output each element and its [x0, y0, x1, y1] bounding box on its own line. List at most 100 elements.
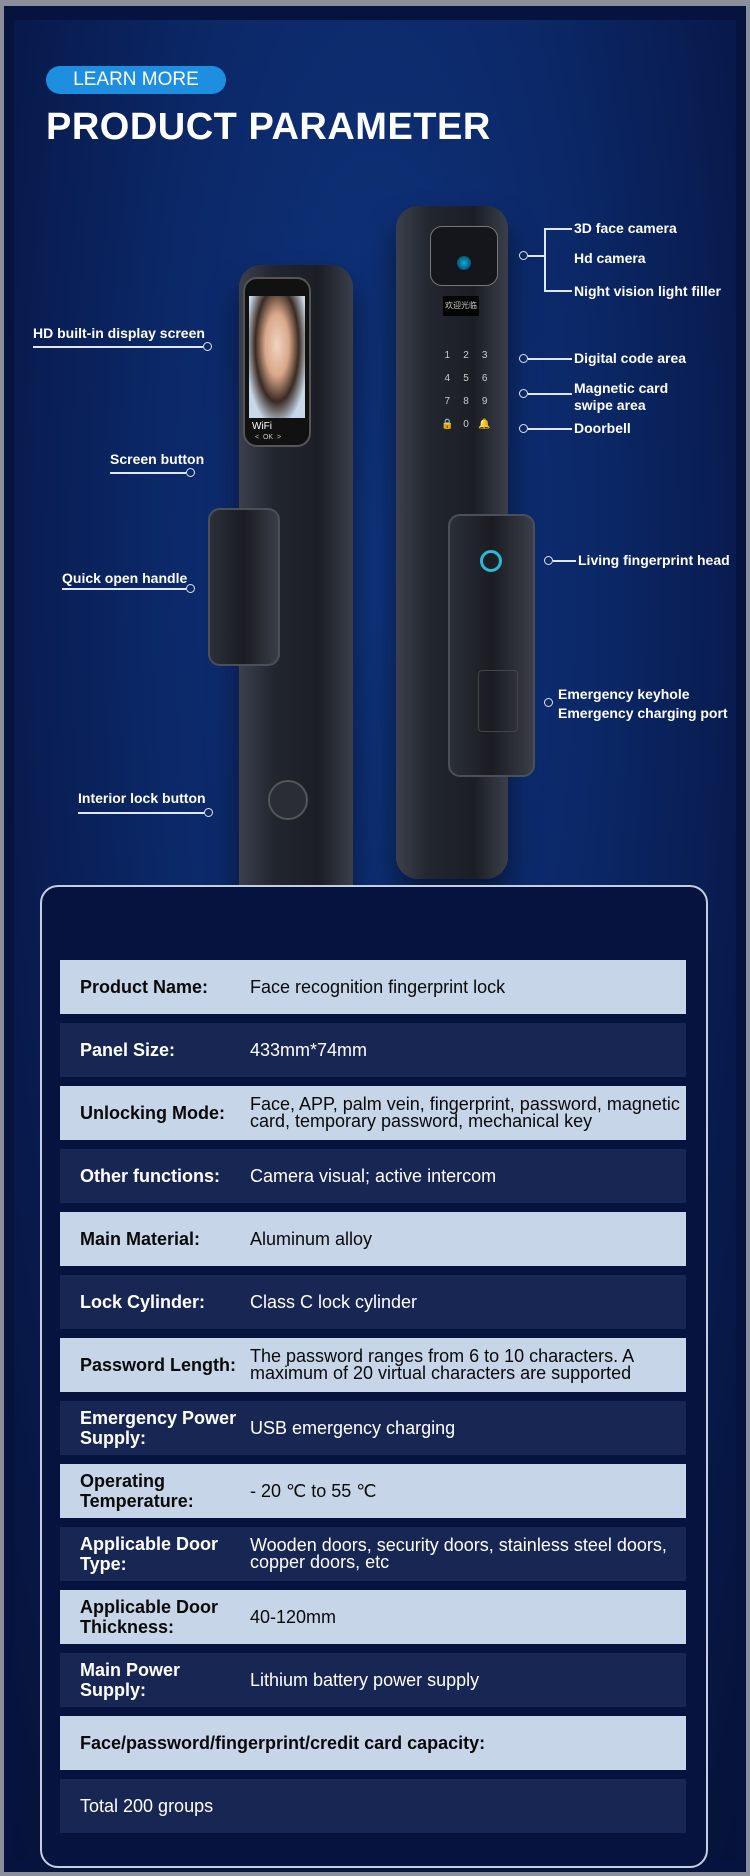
keypad-key: 3	[481, 350, 488, 361]
face-image	[249, 296, 305, 418]
spec-value: The password ranges from 6 to 10 charact…	[250, 1346, 634, 1383]
spec-row: Main Power Supply: Lithium battery power …	[60, 1653, 686, 1707]
spec-row: Unlocking Mode: Face, APP, palm vein, fin…	[60, 1086, 686, 1140]
keypad-key: 🔒	[441, 419, 454, 430]
spec-value: USB emergency charging	[250, 1417, 456, 1438]
keypad-key: 2	[463, 350, 469, 361]
learn-more-button[interactable]: LEARN MORE	[46, 66, 226, 94]
hd-camera-lens	[457, 256, 471, 270]
callout-interior-lock-button: Interior lock button	[78, 790, 206, 806]
callout-doorbell: Doorbell	[574, 420, 631, 436]
spec-value: Class C lock cylinder	[250, 1291, 418, 1312]
callout-display-screen: HD built-in display screen	[33, 325, 205, 341]
callout-dot	[186, 468, 195, 477]
callout-magnetic-card-2: swipe area	[574, 397, 646, 413]
keypad-key: 9	[481, 396, 488, 407]
callout-dot	[519, 354, 528, 363]
callout-fingerprint-head: Living fingerprint head	[578, 552, 730, 568]
callout-screen-button: Screen button	[110, 451, 205, 467]
keypad-key: 1	[444, 350, 451, 361]
callout-magnetic-card-1: Magnetic card	[574, 380, 669, 396]
spec-label: Applicable Door Thickness:	[80, 1597, 219, 1637]
quick-open-handle	[208, 508, 280, 666]
spec-value: Face, APP, palm vein, fingerprint, passw…	[250, 1094, 680, 1131]
keypad-key: 6	[481, 373, 488, 384]
spec-row: Lock Cylinder: Class C lock cylinder	[60, 1275, 686, 1329]
spec-value: 433mm*74mm	[250, 1039, 368, 1060]
wifi-label: WiFi	[252, 421, 272, 432]
interior-lock-knob	[268, 780, 308, 820]
spec-row: Total 200 groups	[60, 1779, 686, 1833]
screen-nav-buttons: < OK >	[255, 434, 282, 441]
spec-value: Lithium battery power supply	[250, 1669, 480, 1690]
callout-emergency-keyhole: Emergency keyhole	[558, 686, 690, 702]
spec-value: Wooden doors, security doors, stainless …	[250, 1535, 667, 1572]
spec-label: Applicable Door Type:	[80, 1534, 219, 1574]
spec-label: Lock Cylinder:	[80, 1292, 206, 1312]
callout-dot	[519, 424, 528, 433]
callout-line	[528, 255, 544, 257]
callout-line	[528, 428, 572, 430]
spec-row: Applicable Door Type: Wooden doors, secur…	[60, 1527, 686, 1581]
spec-label: Main Material:	[80, 1229, 201, 1249]
spec-label: Face/password/fingerprint/credit card ca…	[80, 1733, 486, 1753]
callout-dot	[544, 698, 553, 707]
fingerprint-sensor	[480, 550, 502, 572]
lock-display: 欢迎光临	[443, 296, 479, 316]
callout-quick-open-handle: Quick open handle	[62, 570, 188, 586]
callout-line	[62, 588, 186, 590]
spec-value: Aluminum alloy	[250, 1228, 373, 1249]
keypad-key: 5	[463, 373, 469, 384]
spec-row: Product Name: Face recognition fingerprin…	[60, 960, 686, 1014]
spec-label: Other functions:	[80, 1166, 220, 1186]
emergency-cover	[478, 670, 518, 732]
callout-dot	[544, 556, 553, 565]
spec-row: Main Material: Aluminum alloy	[60, 1212, 686, 1266]
spec-row: Emergency Power Supply: USB emergency cha…	[60, 1401, 686, 1455]
callout-digital-code-area: Digital code area	[574, 350, 687, 366]
spec-value: - 20 ℃ to 55 ℃	[250, 1480, 377, 1501]
callout-line	[33, 346, 203, 348]
callout-line	[528, 393, 572, 395]
callout-line	[544, 228, 572, 230]
callout-dot	[203, 342, 212, 351]
spec-row: Panel Size: 433mm*74mm	[60, 1023, 686, 1077]
spec-label: Main Power Supply:	[80, 1660, 181, 1700]
keypad-key: 7	[444, 396, 451, 407]
callout-dot	[186, 584, 195, 593]
keypad-key: 4	[444, 373, 451, 384]
spec-label: Emergency Power Supply:	[80, 1408, 237, 1448]
callout-line	[528, 358, 572, 360]
spec-row: Operating Temperature: - 20 ℃ to 55 ℃	[60, 1464, 686, 1518]
callout-dot	[204, 808, 213, 817]
callout-line	[78, 812, 204, 814]
spec-value: Face recognition fingerprint lock	[250, 976, 506, 997]
spec-row: Other functions: Camera visual; active in…	[60, 1149, 686, 1203]
spec-label: Password Length:	[80, 1355, 237, 1375]
keypad-key: 8	[463, 396, 469, 407]
spec-row: Applicable Door Thickness: 40-120mm	[60, 1590, 686, 1644]
callout-dot	[519, 389, 528, 398]
callout-dot	[519, 251, 528, 260]
spec-value: Camera visual; active intercom	[250, 1165, 497, 1186]
page-title: PRODUCT PARAMETER	[46, 106, 491, 148]
keypad: 1 2 3 4 5 6 7 8 9 🔒 0 🔔	[438, 350, 494, 430]
callout-hd-camera: Hd camera	[574, 250, 646, 266]
callout-line	[544, 290, 572, 292]
spec-label: Panel Size:	[80, 1040, 176, 1060]
spec-label: Unlocking Mode:	[80, 1103, 225, 1123]
spec-row: Face/password/fingerprint/credit card ca…	[60, 1716, 686, 1770]
callout-emergency-charging: Emergency charging port	[558, 705, 728, 721]
spec-label: Operating Temperature:	[80, 1471, 194, 1511]
callout-3d-face-camera: 3D face camera	[574, 220, 677, 236]
spec-label: Product Name:	[80, 977, 209, 997]
keypad-key: 0	[463, 419, 469, 430]
spec-value: Total 200 groups	[80, 1795, 214, 1816]
callout-line	[110, 472, 186, 474]
spec-row: Password Length: The password ranges from…	[60, 1338, 686, 1392]
callout-bracket	[544, 228, 546, 291]
callout-line	[553, 560, 576, 562]
callout-night-vision: Night vision light filler	[574, 283, 721, 299]
keypad-key: 🔔	[478, 419, 491, 430]
spec-value: 40-120mm	[250, 1606, 337, 1627]
